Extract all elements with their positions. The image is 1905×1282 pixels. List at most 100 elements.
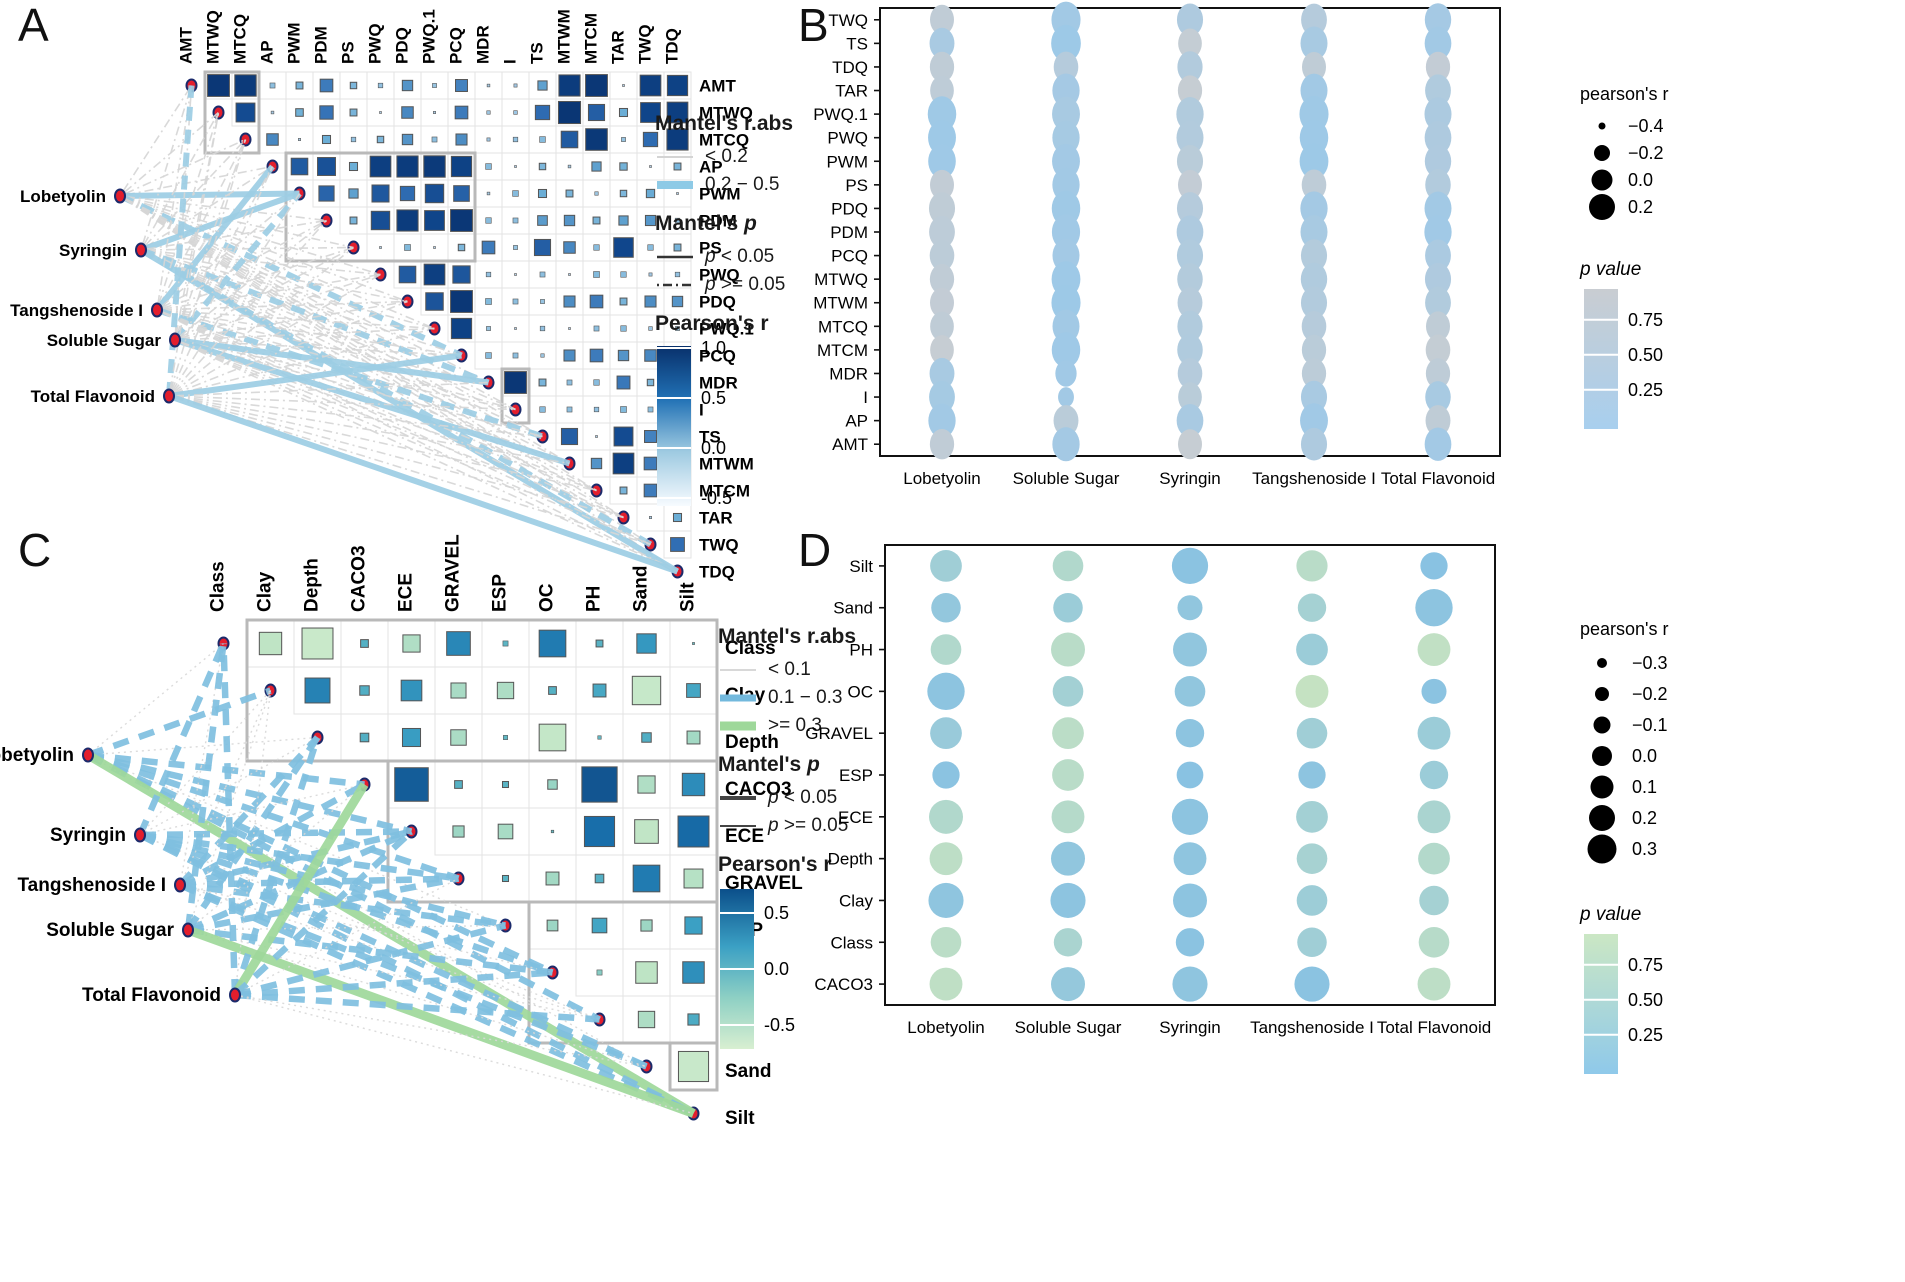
svg-text:Lobetyolin: Lobetyolin xyxy=(20,187,106,206)
svg-text:PDM: PDM xyxy=(312,26,331,64)
svg-text:I: I xyxy=(501,59,520,64)
svg-text:Class: Class xyxy=(208,561,229,612)
svg-text:MTWM: MTWM xyxy=(813,294,868,313)
panel-c-letter: C xyxy=(18,524,52,576)
svg-text:TWQ: TWQ xyxy=(699,535,739,554)
legend-line-lt02-icon xyxy=(657,156,693,158)
svg-text:PCQ: PCQ xyxy=(699,346,736,365)
svg-text:ECE: ECE xyxy=(838,808,873,827)
svg-text:CACO3: CACO3 xyxy=(725,779,792,800)
svg-text:Tangshenoside I: Tangshenoside I xyxy=(1250,1018,1374,1037)
svg-text:Clay: Clay xyxy=(839,891,874,910)
svg-text:Syringin: Syringin xyxy=(50,825,126,846)
legend-mantel-p-item-c-0: p < 0.05 xyxy=(768,787,838,808)
svg-text:AMT: AMT xyxy=(832,435,868,454)
legend-pearson-tick-2: 0.0 xyxy=(701,438,726,458)
svg-text:AMT: AMT xyxy=(699,76,736,95)
panel-d-canvas: SiltSandPHOCGRAVELESPECEDepthClayClassCA… xyxy=(805,544,1668,1074)
legend-mantel-p-title-a: Mantel's p xyxy=(655,212,757,235)
svg-text:TWQ: TWQ xyxy=(828,11,868,30)
svg-text:PH: PH xyxy=(584,586,605,612)
svg-text:TDQ: TDQ xyxy=(663,28,682,64)
svg-text:Total Flavonoid: Total Flavonoid xyxy=(82,985,221,1006)
legend-pearson-tick-0: 1.0 xyxy=(701,338,726,358)
svg-text:GRAVEL: GRAVEL xyxy=(443,534,464,612)
svg-text:PS: PS xyxy=(339,41,358,64)
svg-text:0.0: 0.0 xyxy=(1628,170,1653,190)
svg-text:Syringin: Syringin xyxy=(1159,1018,1220,1037)
legend-pearson-title-c: Pearson's r xyxy=(718,853,832,876)
svg-text:PWM: PWM xyxy=(699,184,741,203)
legend-pearson-colorbar-a: 1.0 0.5 0.0 -0.5 xyxy=(657,338,732,508)
legend-dotdash-line-icon-a xyxy=(657,283,693,287)
svg-text:MTCQ: MTCQ xyxy=(818,317,868,336)
svg-text:MTWM: MTWM xyxy=(555,9,574,64)
panel-a-legend: Mantel's r.abs < 0.2 0.2 − 0.5 Mantel's … xyxy=(655,112,835,512)
svg-text:0.2: 0.2 xyxy=(1628,197,1653,217)
svg-text:Silt: Silt xyxy=(725,1108,755,1129)
svg-text:0.1: 0.1 xyxy=(1632,777,1657,797)
svg-text:TS: TS xyxy=(846,34,868,53)
svg-text:TS: TS xyxy=(528,42,547,64)
legend-mantel-r-title-a: Mantel's r.abs xyxy=(655,112,794,135)
svg-text:Soluble Sugar: Soluble Sugar xyxy=(47,331,162,350)
svg-text:MTCM: MTCM xyxy=(699,481,750,500)
svg-text:Tangshenoside I: Tangshenoside I xyxy=(10,301,143,320)
svg-text:PS: PS xyxy=(699,238,722,257)
svg-text:ECE: ECE xyxy=(725,826,764,847)
svg-text:PWQ.1: PWQ.1 xyxy=(699,319,754,338)
svg-text:TDQ: TDQ xyxy=(832,58,868,77)
svg-text:AP: AP xyxy=(699,157,723,176)
svg-text:Soluble Sugar: Soluble Sugar xyxy=(1013,469,1120,488)
svg-text:0.0: 0.0 xyxy=(1632,746,1657,766)
svg-text:MDR: MDR xyxy=(829,364,868,383)
svg-text:PWQ.1: PWQ.1 xyxy=(813,105,868,124)
legend-mantel-p-title-c: Mantel's p xyxy=(718,753,820,776)
svg-text:PWQ.1: PWQ.1 xyxy=(420,9,439,64)
svg-text:AP: AP xyxy=(258,40,277,64)
svg-text:Total Flavonoid: Total Flavonoid xyxy=(1381,469,1495,488)
legend-line-gte03-icon xyxy=(720,721,756,731)
svg-text:pearson's r: pearson's r xyxy=(1580,84,1668,104)
svg-text:PWM: PWM xyxy=(285,22,304,64)
svg-text:Total Flavonoid: Total Flavonoid xyxy=(31,387,155,406)
svg-text:Silt: Silt xyxy=(678,582,699,612)
svg-text:TAR: TAR xyxy=(699,508,733,527)
svg-text:Tangshenoside I: Tangshenoside I xyxy=(17,875,166,896)
legend-pearson-tick-c-1: 0.0 xyxy=(764,959,789,979)
svg-text:Sand: Sand xyxy=(833,599,873,618)
legend-line-01-03-icon xyxy=(720,694,756,702)
legend-mantel-r-item-c-1: 0.1 − 0.3 xyxy=(768,687,843,708)
svg-text:−0.2: −0.2 xyxy=(1628,143,1664,163)
svg-text:Class: Class xyxy=(830,933,873,952)
legend-pearson-colorbar-c: 0.5 0.0 -0.5 xyxy=(720,889,795,1049)
svg-text:−0.2: −0.2 xyxy=(1632,684,1668,704)
legend-mantel-r-item-1: 0.2 − 0.5 xyxy=(705,174,780,195)
svg-text:GRAVEL: GRAVEL xyxy=(725,873,803,894)
svg-text:0.75: 0.75 xyxy=(1628,955,1663,975)
svg-text:PDQ: PDQ xyxy=(393,27,412,64)
svg-text:0.50: 0.50 xyxy=(1628,345,1663,365)
svg-text:Sand: Sand xyxy=(725,1061,771,1082)
legend-pearson-title-a: Pearson's r xyxy=(655,312,769,335)
panel-c-legend-box: Mantel's r.abs < 0.1 0.1 − 0.3 >= 0.3 Ma… xyxy=(718,625,908,1058)
svg-text:−0.3: −0.3 xyxy=(1632,653,1668,673)
svg-text:ECE: ECE xyxy=(396,573,417,612)
svg-text:MTCQ: MTCQ xyxy=(231,14,250,64)
svg-text:PDQ: PDQ xyxy=(699,292,736,311)
panel-a-letter: A xyxy=(18,0,49,51)
legend-pearson-tick-1: 0.5 xyxy=(701,388,726,408)
legend-mantel-r-item-c-2: >= 0.3 xyxy=(768,715,822,736)
svg-text:0.3: 0.3 xyxy=(1632,839,1657,859)
svg-text:PWQ: PWQ xyxy=(366,23,385,64)
svg-text:MTWM: MTWM xyxy=(699,454,754,473)
svg-text:MTWQ: MTWQ xyxy=(699,103,753,122)
svg-text:PCQ: PCQ xyxy=(447,27,466,64)
svg-text:p value: p value xyxy=(1579,259,1641,280)
svg-text:CACO3: CACO3 xyxy=(349,545,370,612)
legend-pearson-tick-3: -0.5 xyxy=(701,488,732,508)
svg-text:−0.1: −0.1 xyxy=(1632,715,1668,735)
